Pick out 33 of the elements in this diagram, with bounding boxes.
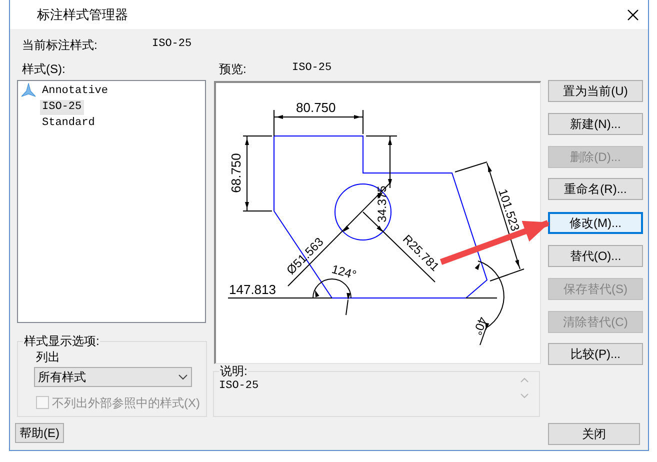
list-item: Standard bbox=[42, 118, 95, 129]
list-item: Annotative bbox=[42, 86, 108, 97]
preview-style-name: ISO-25 bbox=[292, 63, 332, 74]
button: 修改(M)... bbox=[548, 212, 643, 234]
angle-text: 124° bbox=[330, 263, 358, 281]
dropdown: 所有样式 bbox=[34, 367, 192, 387]
selected-list-item: ISO-25 bbox=[40, 100, 84, 115]
styles-list-label: 样式(S): bbox=[22, 63, 66, 75]
button: 置为当前(U) bbox=[548, 80, 643, 102]
button: 删除(D)... bbox=[548, 146, 643, 168]
dimension-text: 68.750 bbox=[230, 153, 242, 193]
dimension-text: 80.750 bbox=[296, 101, 336, 114]
dimension-text: 147.813 bbox=[229, 283, 276, 296]
dimension-text: 34.375 bbox=[376, 186, 388, 222]
angle-text: 40° bbox=[471, 315, 489, 337]
window-title: 标注样式管理器 bbox=[37, 8, 128, 21]
button: 保存替代(S) bbox=[548, 278, 643, 300]
button: 清除替代(C) bbox=[548, 311, 643, 333]
group-label: 说明: bbox=[219, 365, 248, 377]
button: 重命名(R)... bbox=[548, 178, 643, 200]
button: 替代(O)... bbox=[548, 245, 643, 267]
button: 帮助(E) bbox=[15, 423, 64, 443]
button: 关闭 bbox=[548, 423, 640, 445]
current-style-value: ISO-25 bbox=[152, 39, 192, 50]
description-text: ISO-25 bbox=[219, 381, 259, 392]
group-label: 样式显示选项: bbox=[23, 335, 100, 347]
preview-label: 预览: bbox=[219, 63, 246, 75]
list-filter-label: 列出 bbox=[36, 351, 60, 363]
current-style-label: 当前标注样式: bbox=[22, 39, 98, 51]
button: 新建(N)... bbox=[548, 113, 643, 135]
checkbox-label: 不列出外部参照中的样式(X) bbox=[52, 397, 200, 409]
pointer-arrow bbox=[440, 220, 550, 265]
button: 比较(P)... bbox=[548, 343, 643, 365]
